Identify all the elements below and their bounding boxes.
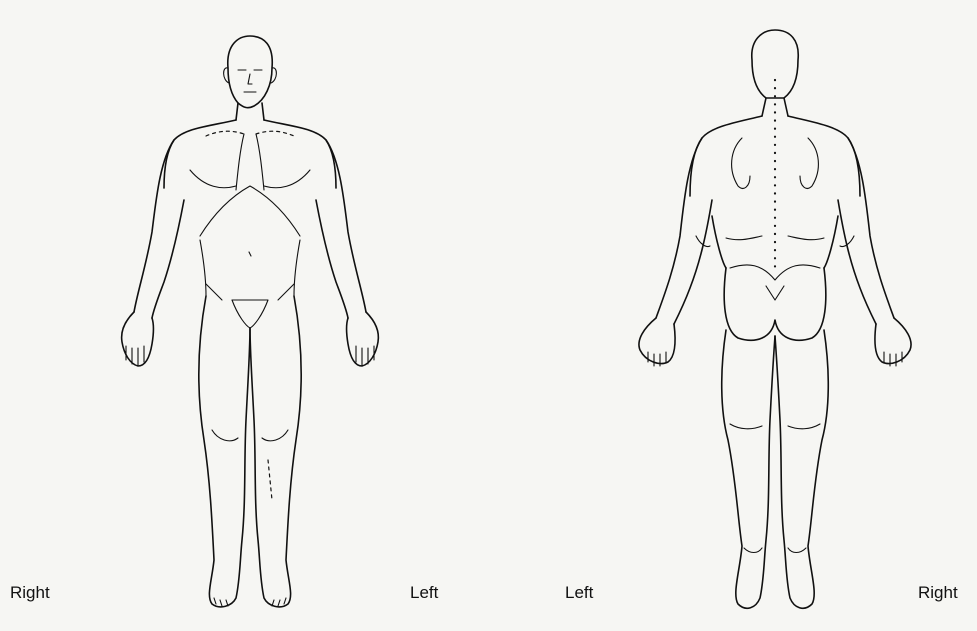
- front-left-label: Left: [410, 583, 438, 603]
- front-pec-right: [190, 170, 236, 188]
- back-elbow-right: [840, 236, 854, 247]
- front-toes-left: [272, 598, 286, 606]
- front-arm-left: [316, 140, 366, 318]
- back-lower-right: [726, 236, 762, 240]
- back-heel-right: [788, 548, 806, 553]
- back-lower-left: [788, 236, 824, 240]
- front-arm-right: [134, 140, 184, 318]
- back-arm-left: [656, 138, 712, 324]
- front-leg-left: [250, 296, 301, 607]
- front-waist-right: [200, 240, 206, 296]
- back-scapula-left: [800, 138, 818, 188]
- front-pec-left: [264, 170, 310, 188]
- back-right-label: Right: [918, 583, 958, 603]
- front-knee-right: [212, 430, 238, 441]
- front-groin: [232, 300, 268, 328]
- front-hip-right: [206, 284, 222, 300]
- back-knee-left: [730, 424, 762, 429]
- front-ribcage: [200, 186, 300, 236]
- back-arm-right: [838, 138, 894, 324]
- front-torso: [164, 120, 336, 188]
- front-fingers-right: [126, 346, 144, 366]
- front-shin-left: [268, 460, 272, 500]
- front-clavicle-left: [256, 131, 294, 136]
- front-knee-left: [262, 430, 288, 441]
- front-toes-right: [214, 598, 228, 606]
- front-leg-right: [199, 296, 250, 607]
- back-hand-left: [639, 318, 675, 364]
- back-scapula-right: [732, 138, 750, 188]
- back-hand-right: [875, 318, 911, 364]
- front-sternum: [236, 134, 264, 190]
- back-knee-right: [788, 424, 820, 429]
- front-hip-left: [278, 284, 294, 300]
- back-heel-left: [744, 548, 762, 553]
- back-figure: [639, 30, 911, 608]
- back-sacrum: [766, 286, 784, 300]
- back-leg-right: [775, 330, 828, 608]
- back-elbow-left: [696, 236, 710, 247]
- front-head: [228, 36, 272, 108]
- front-figure: [122, 36, 379, 607]
- back-leg-left: [722, 330, 775, 608]
- back-left-label: Left: [565, 583, 593, 603]
- front-fingers-left: [356, 346, 374, 366]
- front-right-label: Right: [10, 583, 50, 603]
- front-nose: [248, 74, 252, 84]
- front-navel: [249, 252, 251, 256]
- front-waist-left: [294, 240, 300, 296]
- front-clavicle-right: [206, 131, 244, 136]
- back-buttocks: [724, 268, 826, 340]
